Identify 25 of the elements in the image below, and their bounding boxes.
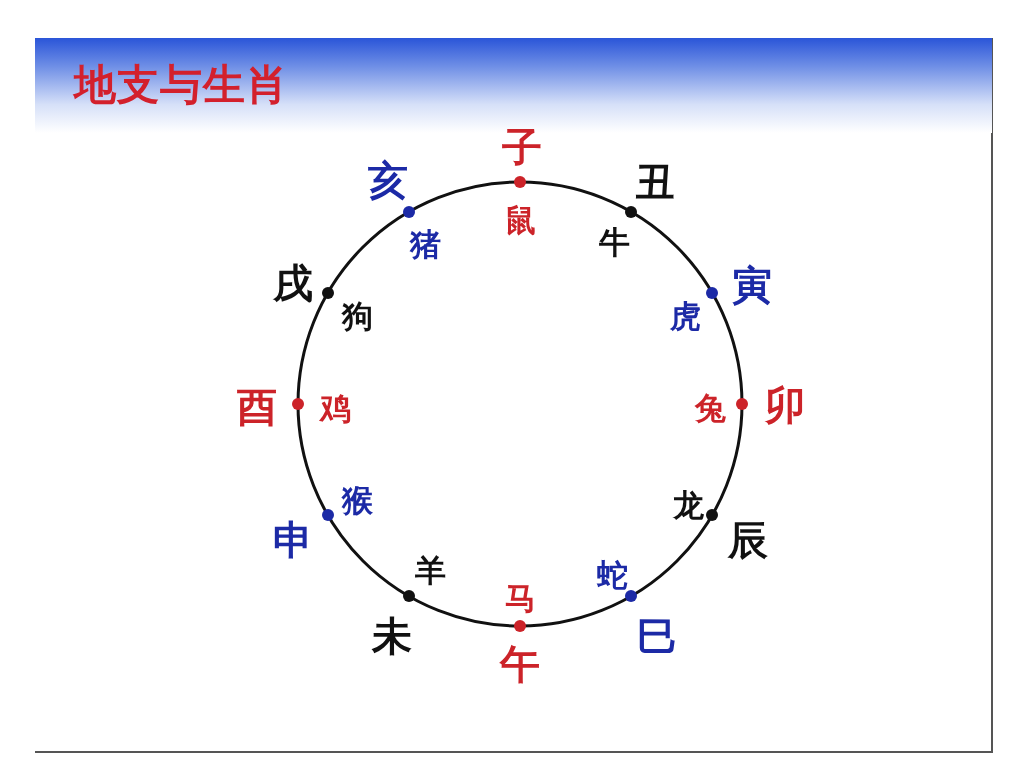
zodiac-animal-label: 狗 [341,300,373,332]
earthly-branch-label: 戌 [273,263,313,303]
zodiac-animal-label: 羊 [414,554,446,586]
earthly-branch-label: 巳 [637,616,677,656]
zodiac-animal-label: 牛 [598,226,630,258]
zodiac-animal-label: 兔 [694,392,726,424]
earthly-branch-label: 申 [273,520,313,560]
slide-title: 地支与生肖 [74,64,289,106]
zodiac-animal-label: 蛇 [596,559,628,591]
earthly-branch-label: 酉 [237,387,277,427]
earthly-branch-label: 寅 [732,265,772,305]
zodiac-animal-label: 鸡 [319,392,351,424]
earthly-branch-label: 辰 [728,520,768,560]
zodiac-animal-label: 虎 [669,300,701,332]
zodiac-animal-label: 猴 [341,484,373,516]
zodiac-animal-label: 龙 [672,489,704,521]
earthly-branch-label: 子 [502,127,542,167]
earthly-branch-label: 丑 [635,162,675,202]
earthly-branch-label: 亥 [368,160,408,200]
zodiac-animal-label: 马 [504,582,536,614]
earthly-branch-label: 卯 [765,385,805,425]
zodiac-animal-label: 猪 [409,228,441,260]
earthly-branch-label: 未 [372,616,412,656]
earthly-branch-label: 午 [500,644,540,684]
zodiac-animal-label: 鼠 [504,204,536,236]
